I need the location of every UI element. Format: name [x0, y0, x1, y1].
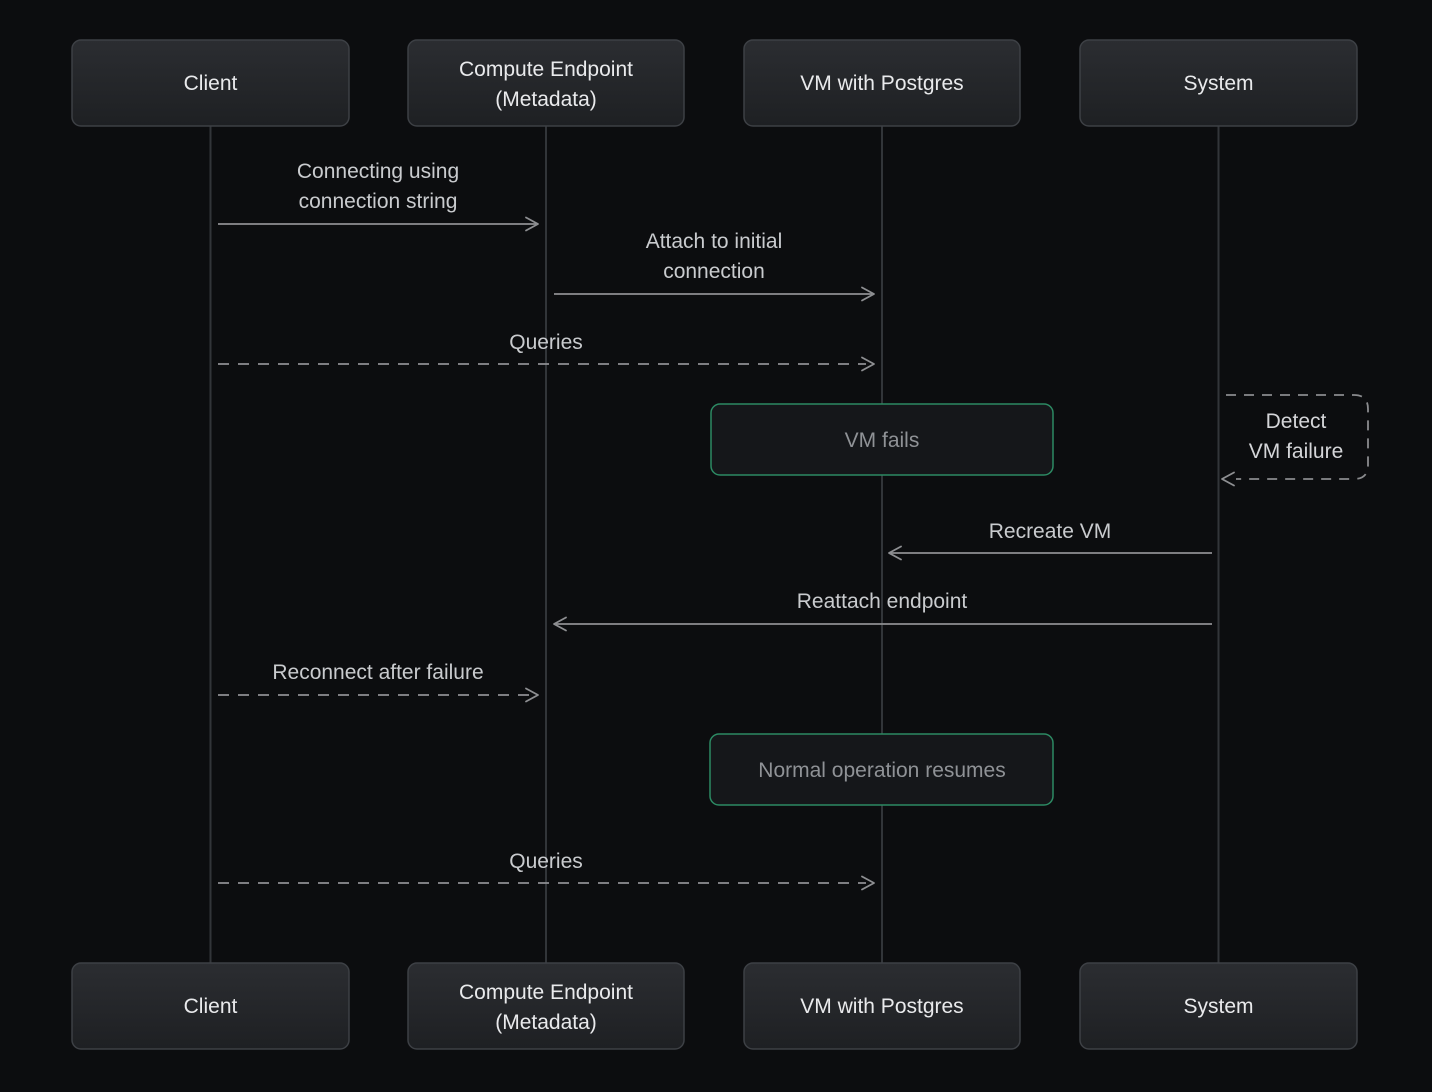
message-label: Reconnect after failure — [272, 661, 483, 684]
message-label-line1: Connecting using — [297, 160, 459, 183]
message-connecting-using-connection-string: Connecting using connection string — [218, 160, 539, 232]
message-label-line1: Attach to initial — [646, 230, 783, 253]
message-recreate-vm: Recreate VM — [888, 520, 1212, 561]
self-message-label-line1: Detect — [1266, 410, 1327, 433]
actor-label: System — [1183, 995, 1253, 1018]
message-label-line2: connection — [663, 260, 765, 283]
note-vm-fails: VM fails — [710, 403, 1054, 476]
actor-label: VM with Postgres — [800, 72, 963, 95]
arrowhead-left-icon — [1221, 471, 1235, 487]
actor-label-line2: (Metadata) — [495, 1011, 597, 1034]
actor-bottom-system: System — [1079, 962, 1358, 1050]
message-label: Recreate VM — [989, 520, 1112, 543]
actor-label: Client — [184, 995, 238, 1018]
arrowhead-left-icon — [888, 545, 902, 561]
actor-label: VM with Postgres — [800, 995, 963, 1018]
note-box — [710, 403, 1054, 476]
arrowhead-right-icon — [861, 875, 875, 891]
message-label-line2: connection string — [299, 190, 458, 213]
message-reconnect-after-failure: Reconnect after failure — [218, 661, 539, 703]
arrowhead-right-icon — [861, 286, 875, 302]
message-label: Reattach endpoint — [797, 590, 968, 613]
arrowhead-right-icon — [525, 687, 539, 703]
note-normal-operation-resumes: Normal operation resumes — [709, 733, 1054, 806]
actor-box — [407, 962, 685, 1050]
actor-box — [743, 39, 1021, 127]
actor-label-line2: (Metadata) — [495, 88, 597, 111]
message-label: Queries — [509, 331, 583, 354]
arrowhead-right-icon — [861, 356, 875, 372]
actor-box — [71, 962, 350, 1050]
note-label: VM fails — [845, 429, 920, 452]
actor-top-client: Client — [71, 39, 350, 127]
message-label: Queries — [509, 850, 583, 873]
actor-top-vm-with-postgres: VM with Postgres — [743, 39, 1021, 127]
self-message-box — [1226, 394, 1369, 480]
actor-box — [407, 39, 685, 127]
actor-label: Client — [184, 72, 238, 95]
message-queries-1: Queries — [218, 331, 875, 372]
actor-box — [743, 962, 1021, 1050]
note-box — [709, 733, 1054, 806]
actor-label: System — [1183, 72, 1253, 95]
actor-box — [71, 39, 350, 127]
self-message-label-line2: VM failure — [1249, 440, 1344, 463]
actor-bottom-compute-endpoint: Compute Endpoint (Metadata) — [407, 962, 685, 1050]
actor-box — [1079, 962, 1358, 1050]
note-label: Normal operation resumes — [758, 759, 1005, 782]
self-message-detect-vm-failure: Detect VM failure — [1221, 394, 1369, 487]
actor-top-system: System — [1079, 39, 1358, 127]
arrowhead-left-icon — [553, 616, 567, 632]
actor-top-compute-endpoint: Compute Endpoint (Metadata) — [407, 39, 685, 127]
actor-box — [1079, 39, 1358, 127]
actor-bottom-client: Client — [71, 962, 350, 1050]
actor-label-line1: Compute Endpoint — [459, 981, 633, 1004]
message-reattach-endpoint: Reattach endpoint — [553, 590, 1212, 632]
actor-bottom-vm-with-postgres: VM with Postgres — [743, 962, 1021, 1050]
arrowhead-right-icon — [525, 216, 539, 232]
message-attach-to-initial-connection: Attach to initial connection — [554, 230, 875, 302]
message-queries-2: Queries — [218, 850, 875, 891]
actor-label-line1: Compute Endpoint — [459, 58, 633, 81]
